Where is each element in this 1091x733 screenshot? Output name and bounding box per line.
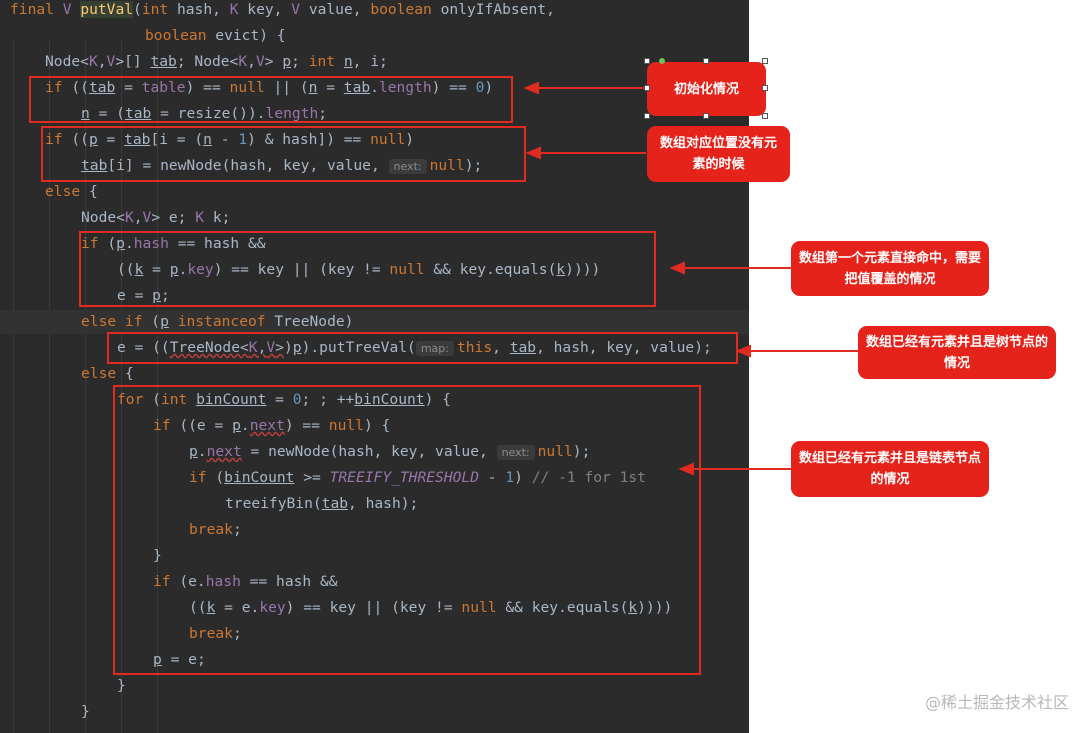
- tree-node-code-box: [107, 332, 738, 364]
- code-line[interactable]: Node<K,V>[] tab; Node<K,V> p; int n, i;: [45, 53, 388, 70]
- code-line[interactable]: treeifyBin(tab, hash);: [225, 495, 419, 512]
- code-line[interactable]: }: [81, 703, 90, 720]
- callout-linked-list: 数组已经有元素并且是链表节点的情况: [791, 441, 989, 497]
- arrow-head: [735, 344, 751, 358]
- resize-handle[interactable]: [644, 58, 650, 64]
- code-line[interactable]: tab[i] = newNode(hash, key, value, next:…: [81, 157, 483, 174]
- treeify-threshold-constant: TREEIFY_THRESHOLD: [329, 469, 479, 486]
- code-line[interactable]: ((k = e.key) == key || (key != null && k…: [189, 599, 673, 616]
- code-line[interactable]: if ((e = p.next) == null) {: [153, 417, 391, 434]
- code-line[interactable]: }: [117, 677, 126, 694]
- rotate-handle[interactable]: [659, 58, 665, 64]
- code-line[interactable]: p = e;: [153, 651, 206, 668]
- indent-guide: [85, 40, 86, 733]
- code-line[interactable]: Node<K,V> e; K k;: [81, 209, 231, 226]
- code-line[interactable]: e = p;: [117, 287, 170, 304]
- code-line[interactable]: e = ((TreeNode<K,V>)p).putTreeVal(map:th…: [117, 339, 712, 356]
- resize-handle[interactable]: [762, 113, 768, 119]
- watermark: @稀土掘金技术社区: [924, 693, 1069, 712]
- method-name: putVal: [80, 1, 134, 18]
- callout-tree-node: 数组已经有元素并且是树节点的情况: [858, 326, 1056, 379]
- param-hint: map:: [415, 341, 454, 356]
- code-line[interactable]: n = (tab = resize()).length;: [81, 105, 328, 122]
- code-line[interactable]: else if (p instanceof TreeNode): [81, 313, 354, 330]
- resize-handle[interactable]: [762, 85, 768, 91]
- arrow-head: [678, 462, 694, 476]
- param-hint: next:: [496, 445, 535, 460]
- code-line[interactable]: if (p.hash == hash &&: [81, 235, 266, 252]
- code-line[interactable]: if (e.hash == hash &&: [153, 573, 338, 590]
- callout-empty-bucket: 数组对应位置没有元素的时候: [647, 126, 790, 182]
- code-line[interactable]: ((k = p.key) == key || (key != null && k…: [117, 261, 601, 278]
- code-line[interactable]: final V putVal(int hash, K key, V value,…: [10, 1, 555, 18]
- code-line[interactable]: for (int binCount = 0; ; ++binCount) {: [117, 391, 451, 408]
- current-line-highlight: [0, 310, 749, 334]
- param-hint: next:: [388, 159, 427, 174]
- code-line[interactable]: if ((p = tab[i = (n - 1) & hash]) == nul…: [45, 131, 415, 148]
- arrow-head: [525, 146, 541, 160]
- resize-handle[interactable]: [703, 113, 709, 119]
- indent-guide: [49, 40, 50, 733]
- linked-list-code-box: [113, 385, 701, 675]
- code-line[interactable]: }: [153, 547, 162, 564]
- callout-init: 初始化情况: [647, 62, 766, 116]
- resize-handle[interactable]: [644, 113, 650, 119]
- code-line[interactable]: if (binCount >= TREEIFY_THRESHOLD - 1) /…: [189, 469, 646, 486]
- init-code-box: [29, 76, 513, 123]
- code-line[interactable]: break;: [189, 521, 242, 538]
- code-line[interactable]: else {: [45, 183, 98, 200]
- code-line[interactable]: if ((tab = table) == null || (n = tab.le…: [45, 79, 494, 96]
- arrow-head: [669, 261, 685, 275]
- code-line[interactable]: boolean evict) {: [145, 27, 286, 44]
- first-match-code-box: [79, 231, 656, 307]
- resize-handle[interactable]: [762, 58, 768, 64]
- arrow-head: [523, 81, 539, 95]
- code-line[interactable]: break;: [189, 625, 242, 642]
- empty-bucket-code-box: [41, 126, 526, 182]
- code-line[interactable]: else {: [81, 365, 134, 382]
- callout-first-match: 数组第一个元素直接命中，需要把值覆盖的情况: [791, 241, 989, 296]
- resize-handle[interactable]: [644, 85, 650, 91]
- indent-guide: [13, 40, 14, 733]
- resize-handle[interactable]: [703, 58, 709, 64]
- code-line[interactable]: p.next = newNode(hash, key, value, next:…: [189, 443, 591, 460]
